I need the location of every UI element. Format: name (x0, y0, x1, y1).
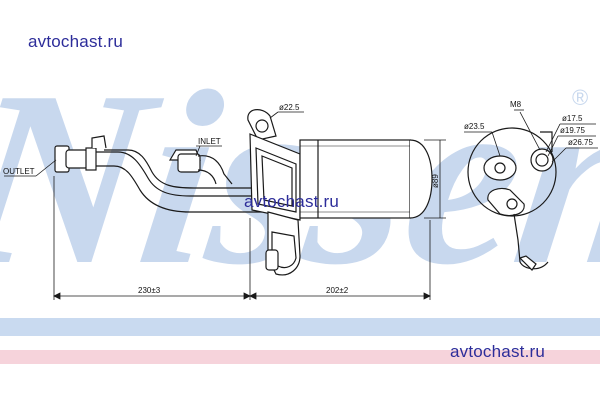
label-inlet: INLET (198, 137, 221, 146)
receiver-drier (299, 139, 433, 219)
label-diameter-89: ø89 (431, 174, 440, 188)
label-dim-230: 230±3 (138, 286, 161, 295)
label-outlet: OUTLET (3, 167, 35, 176)
dimension-lines (4, 109, 598, 300)
inlet-pipe (168, 149, 233, 185)
blue-band (0, 318, 600, 336)
outlet-pipe (54, 135, 262, 213)
side-view (467, 127, 557, 271)
site-watermark-middle: avtochast.ru (244, 192, 340, 211)
pink-band (0, 350, 600, 364)
label-diameter-17-5: ø17.5 (562, 114, 583, 123)
label-diameter-23-5: ø23.5 (464, 122, 485, 131)
label-m8: M8 (510, 100, 522, 109)
drier-head-bracket (247, 109, 301, 276)
site-watermark-bottom: avtochast.ru (450, 342, 546, 361)
registered-mark: ® (572, 85, 588, 110)
label-diameter-26-75: ø26.75 (568, 138, 593, 147)
site-watermark-top: avtochast.ru (28, 32, 124, 51)
label-diameter-19-75: ø19.75 (560, 126, 585, 135)
label-diameter-22-5: ø22.5 (279, 103, 300, 112)
label-dim-202: 202±2 (326, 286, 349, 295)
